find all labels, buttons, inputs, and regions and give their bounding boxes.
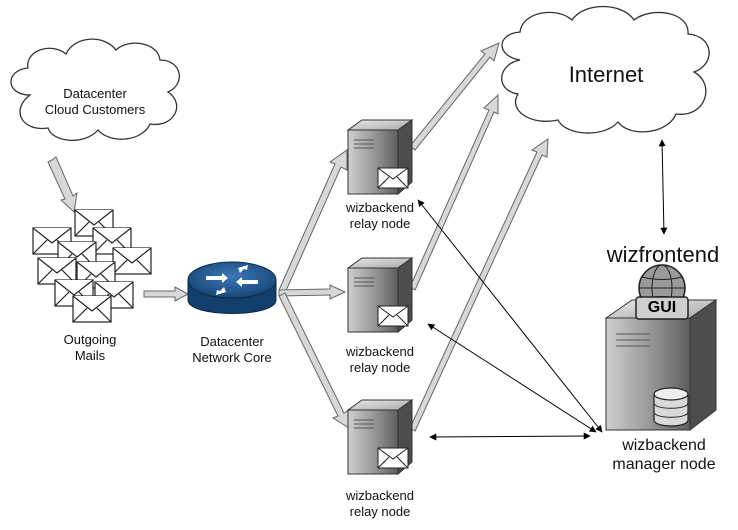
link-manager-relay-2 [427,323,597,433]
customers-cloud [10,38,180,142]
relay-server-1 [346,119,414,196]
relay-node-label-3: wizbackend relay node [330,488,430,520]
manager-line-2: manager node [612,456,716,473]
arrow-relay-2-to-internet [409,93,499,291]
router-label: Datacenter Network Core [176,334,288,366]
internet-label: Internet [568,62,644,87]
relay-server-2 [346,257,414,334]
manager-links [417,139,668,441]
customers-line-1: Datacenter [63,86,127,101]
relay-3-line-1: wizbackend [346,488,414,503]
relay-1-line-1: wizbackend [346,200,414,215]
customers-line-2: Cloud Customers [44,102,146,117]
arrow-router-to-relay-1 [278,149,348,294]
link-manager-relay-1 [417,199,603,433]
arrow-mails-to-router [143,286,190,302]
router-line-2: Network Core [192,350,272,365]
arrow-customers-to-mails [47,156,78,214]
relay-node-label-1: wizbackend relay node [330,200,430,232]
relay-1-line-2: relay node [349,216,411,231]
link-frontend-internet [658,139,668,235]
router-icon [187,261,277,314]
link-manager-relay-3 [429,432,591,441]
manager-node-label: wizbackend manager node [590,436,738,474]
relay-node-label-2: wizbackend relay node [330,344,430,376]
outgoing-mails-label: Outgoing Mails [40,332,140,364]
manager-line-1: wizbackend [622,437,706,454]
database-icon [653,387,689,427]
gui-label: GUI [647,299,677,316]
mails-line-2: Mails [74,348,106,363]
gui-badge [635,296,689,320]
router-line-1: Datacenter [200,334,264,349]
outgoing-mails-icon [32,209,152,323]
mails-line-1: Outgoing [63,332,117,347]
arrow-relay-3-to-internet [409,138,549,432]
relay-server-3 [346,399,414,476]
wizfrontend-label: wizfrontend [606,242,720,267]
relay-3-line-2: relay node [349,504,411,519]
relay-2-line-1: wizbackend [346,344,414,359]
arrow-relay-1-to-internet [409,42,500,151]
customers-cloud-label: Datacenter Cloud Customers [40,86,150,118]
arrow-router-to-relay-2 [278,284,347,300]
relay-2-line-2: relay node [349,360,411,375]
internet-cloud [501,5,710,134]
